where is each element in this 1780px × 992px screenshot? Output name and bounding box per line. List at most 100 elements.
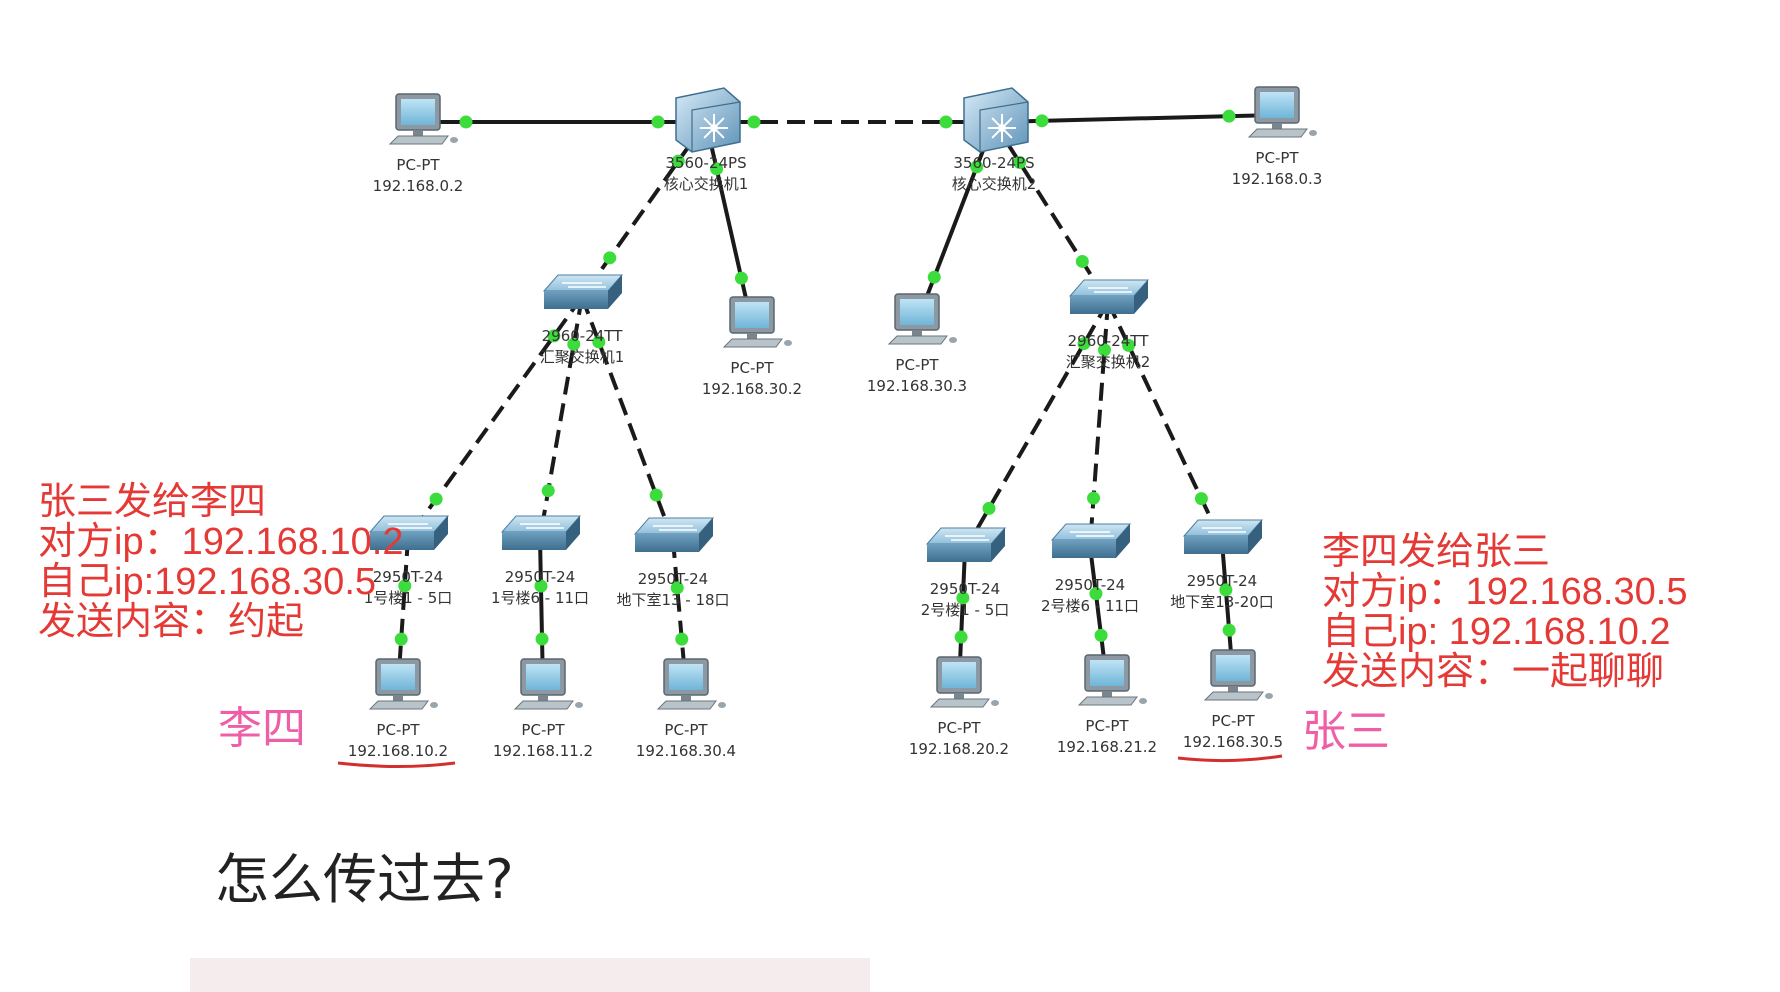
device-model-label: PC-PT — [895, 356, 939, 374]
switch-arrows-icon — [562, 282, 606, 288]
pc-mouse — [575, 702, 583, 708]
link-dot — [398, 579, 412, 593]
link-core2-agg2 — [992, 120, 1110, 304]
device-model-label: PC-PT — [1211, 712, 1255, 730]
switch-arrows-icon — [945, 535, 989, 541]
link-dot — [970, 160, 984, 174]
link-dot — [710, 162, 724, 176]
switch-front — [927, 544, 991, 562]
link-agg1-acc2 — [538, 296, 584, 539]
annotation-right-title: 李四发给张三 — [1322, 531, 1551, 573]
device-model-label: 3560-24PS — [665, 154, 746, 172]
link-dot — [1097, 343, 1111, 357]
annotation-left-own-ip: 自己ip:192.168.30.5 — [38, 561, 377, 603]
core-arrow-icon — [1004, 130, 1013, 139]
core-arrow-icon — [703, 117, 712, 126]
link-dot — [651, 115, 665, 129]
pc-mouse — [949, 337, 957, 343]
device-model-label: PC-PT — [376, 721, 420, 739]
switch-arrows-icon — [520, 523, 564, 529]
switch-arrows-icon — [1070, 531, 1114, 537]
question-text: 怎么传过去? — [215, 848, 514, 911]
device-model-label: PC-PT — [1085, 717, 1129, 735]
pc-screen — [669, 664, 703, 690]
underline-layer — [337, 754, 1283, 768]
core-arrow-icon — [716, 117, 725, 126]
link-dot — [592, 335, 606, 349]
device-model-label: 2950T-24 — [930, 580, 1000, 598]
switch-front — [370, 532, 434, 550]
link-dot — [1194, 492, 1208, 506]
device-name-label: 192.168.11.2 — [493, 742, 593, 760]
pc-keyboard — [388, 135, 449, 145]
annotation-right-content: 发送内容：一起聊聊 — [1322, 651, 1665, 693]
switch-front — [544, 291, 608, 309]
switch-front — [1070, 296, 1134, 314]
switch-side — [434, 516, 448, 550]
pc-stand — [747, 333, 757, 339]
switch-front — [502, 532, 566, 550]
switch-side — [1134, 280, 1148, 314]
pc-screen — [381, 664, 415, 690]
core-center-icon — [710, 124, 718, 132]
switch-side — [1248, 520, 1262, 554]
device-model-label: PC-PT — [396, 156, 440, 174]
pc-mouse — [1309, 130, 1317, 136]
pc-stand — [538, 695, 548, 701]
device-model-label: PC-PT — [1255, 149, 1299, 167]
pc-keyboard — [1077, 696, 1138, 706]
core-switch-body — [963, 87, 1029, 153]
link-dot — [567, 337, 581, 351]
pc-mouse — [430, 702, 438, 708]
device-name-label: 192.168.30.2 — [702, 380, 802, 398]
core-arrow-icon — [716, 130, 725, 139]
switch-front — [635, 534, 699, 552]
device-model-label: 3560-24PS — [953, 154, 1034, 172]
annotation-right-peer-ip: 对方ip：192.168.30.5 — [1322, 571, 1688, 613]
pc-stand — [1102, 691, 1112, 697]
link-dot — [954, 630, 968, 644]
link-dot — [547, 329, 561, 343]
device-name-label: 192.168.0.2 — [373, 177, 464, 195]
link-dot — [1222, 623, 1236, 637]
link-dot — [649, 488, 663, 502]
pc-mouse — [718, 702, 726, 708]
switch-side — [1116, 524, 1130, 558]
pc-mouse — [784, 340, 792, 346]
pc-screen — [942, 662, 976, 688]
reply-box — [190, 958, 870, 992]
annotation-left: 张三发给李四 对方ip：192.168.10.2 自己ip:192.168.30… — [38, 482, 403, 642]
device-model-label: 2950T-24 — [1055, 576, 1125, 594]
pc-screen — [735, 302, 769, 328]
link-dot — [1075, 254, 1089, 268]
device-model-label: 2950T-24 — [505, 568, 575, 586]
link-dot — [534, 579, 548, 593]
pc-stand — [681, 695, 691, 701]
switch-arrows-icon — [388, 523, 432, 529]
link-dot — [459, 115, 473, 129]
switch-front — [1184, 536, 1248, 554]
device-model-label: PC-PT — [521, 721, 565, 739]
link-dot — [939, 115, 953, 129]
link-agg2-acc4 — [963, 301, 1110, 551]
person-label-zhangsan: 张三 — [1302, 707, 1390, 756]
pc-stand — [912, 330, 922, 336]
switch-side — [699, 518, 713, 552]
core-center-icon — [998, 124, 1006, 132]
link-core1-agg1 — [580, 120, 708, 299]
core-switch-body — [675, 87, 741, 153]
pc-screen — [1216, 655, 1250, 681]
link-dot — [982, 501, 996, 515]
pc-stand — [413, 130, 423, 136]
